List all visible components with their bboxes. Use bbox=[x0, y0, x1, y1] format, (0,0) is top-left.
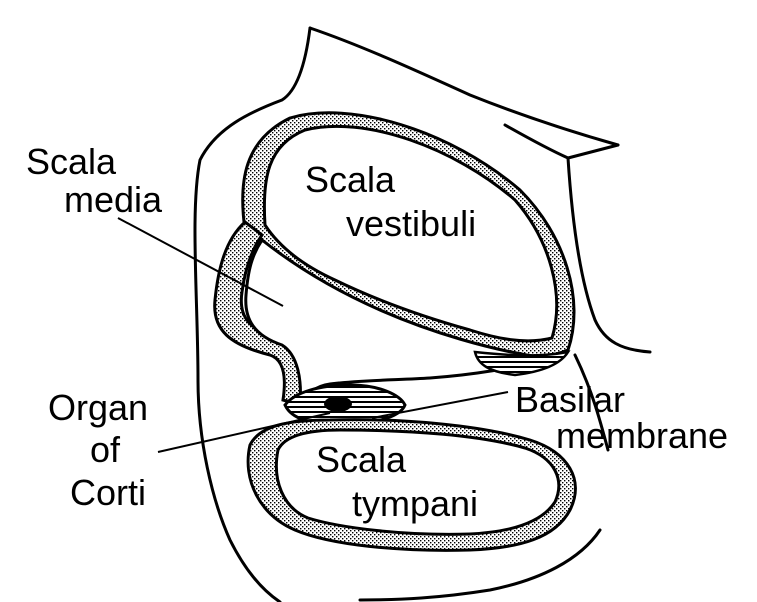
label-scala-vestibuli-line2: vestibuli bbox=[346, 203, 476, 244]
label-basilar-membrane-line1: Basilar bbox=[515, 379, 625, 420]
label-scala-media-line2: media bbox=[64, 179, 163, 220]
label-scala-tympani-line2: tympani bbox=[352, 483, 478, 524]
organ-of-corti-core bbox=[324, 396, 352, 412]
label-scala-vestibuli-line1: Scala bbox=[305, 159, 396, 200]
right-bony-ridge bbox=[505, 125, 568, 158]
label-scala-media-line1: Scala bbox=[26, 141, 117, 182]
label-scala-tympani-line1: Scala bbox=[316, 439, 407, 480]
label-organ-of-corti-line1: Organ bbox=[48, 387, 148, 428]
right-bony-block bbox=[568, 145, 650, 352]
label-organ-of-corti-line3: Corti bbox=[70, 472, 146, 513]
label-organ-of-corti-line2: of bbox=[90, 429, 121, 470]
label-basilar-membrane-line2: membrane bbox=[556, 415, 728, 456]
